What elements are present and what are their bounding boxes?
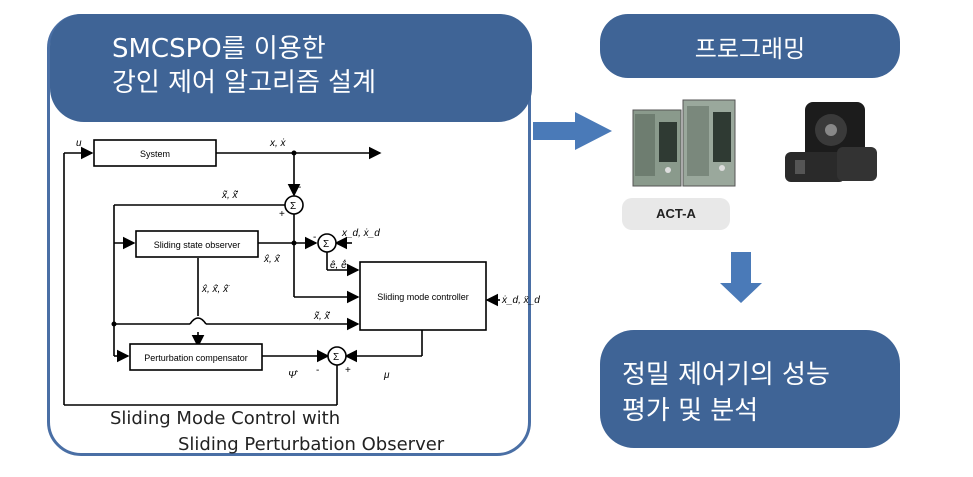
observer-label: Sliding state observer	[154, 240, 241, 250]
compensator-label: Perturbation compensator	[144, 353, 248, 363]
result-line1: 정밀 제어기의 성능	[622, 360, 830, 390]
sign-minus-3: -	[316, 365, 319, 376]
down-arrow	[720, 252, 762, 303]
sum3-symbol: Σ	[333, 352, 339, 363]
signal-x: x, ẋ	[269, 138, 287, 149]
caption-line2: Sliding Perturbation Observer	[178, 434, 445, 455]
signal-x-hat-all: x̂, x̂̇, x̂̈	[201, 283, 230, 295]
signal-xd-ctrl: ẋ_d, ẍ_d	[501, 295, 540, 306]
sign-minus-1: -	[298, 182, 301, 193]
sum1	[284, 195, 304, 215]
compensator-block	[129, 343, 263, 371]
right-arrow	[533, 112, 612, 150]
sign-plus-3: +	[345, 365, 351, 376]
signal-e: ê, ê̇	[330, 258, 347, 271]
sign-plus-1: +	[279, 209, 285, 220]
caption-line1: Sliding Mode Control with	[110, 408, 341, 429]
system-block	[93, 139, 217, 167]
controller-block	[359, 261, 487, 331]
signal-x-hat: x̂, x̂̇	[263, 253, 281, 265]
programming-pill: 프로그래밍	[600, 14, 900, 78]
controller-label: Sliding mode controller	[377, 292, 469, 302]
signal-x-tilde-mid: x̃, x̃̇	[313, 311, 331, 322]
sum2-symbol: Σ	[323, 239, 329, 250]
signal-x-tilde-top: x̃, x̃̇	[221, 190, 239, 201]
result-line2: 평가 및 분석	[622, 396, 759, 426]
signal-xd: x_d, ẋ_d	[341, 228, 380, 239]
system-label: System	[140, 149, 170, 159]
signal-u: u	[76, 138, 82, 149]
design-panel-title: SMCSPO를 이용한 강인 제어 알고리즘 설계	[50, 14, 532, 122]
act-a-drive-image	[632, 99, 736, 187]
sum2	[317, 233, 337, 253]
signal-mu: μ	[383, 370, 390, 381]
sign-minus-2: -	[313, 232, 316, 243]
act-a-label: ACT-A	[656, 206, 696, 221]
observer-block	[135, 230, 259, 258]
design-title-line1: SMCSPO를 이용한	[112, 34, 326, 64]
act-a-label-box: ACT-A	[622, 198, 730, 230]
programming-title: 프로그래밍	[694, 35, 806, 63]
signal-psi: Ψ̂	[288, 369, 298, 381]
sum1-symbol: Σ	[290, 201, 296, 212]
result-pill: 정밀 제어기의 성능 평가 및 분석	[600, 330, 900, 448]
sum3	[327, 346, 347, 366]
servo-motor-image	[785, 102, 877, 182]
design-title-line2: 강인 제어 알고리즘 설계	[112, 68, 376, 98]
